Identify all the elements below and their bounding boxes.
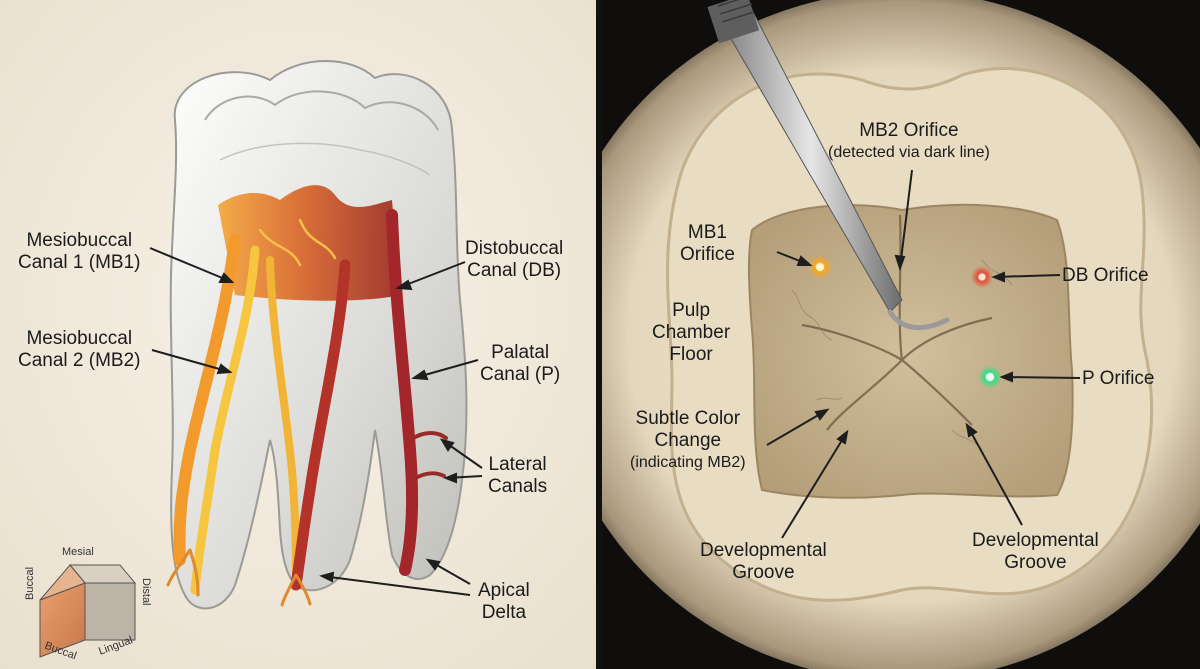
orientation-cube bbox=[39, 564, 137, 658]
label-pulp-floor: Pulp Chamber Floor bbox=[652, 300, 731, 365]
lateral-canal-2 bbox=[410, 471, 446, 482]
microscope-view-panel: MB2 Orifice (detected via dark line) MB1… bbox=[602, 0, 1200, 669]
label-groove-left: Developmental Groove bbox=[700, 540, 827, 583]
p-orifice bbox=[986, 373, 994, 381]
db-canal bbox=[386, 209, 419, 576]
label-lateral: Lateral Canals bbox=[488, 454, 548, 497]
label-color-change: Subtle Color Change (indicating MB2) bbox=[630, 408, 746, 471]
cube-label-mesial: Mesial bbox=[62, 546, 94, 558]
pulp-floor-illustration bbox=[602, 0, 1200, 669]
label-apical: Apical Delta bbox=[478, 580, 530, 623]
label-mb2: Mesiobuccal Canal 2 (MB2) bbox=[18, 328, 141, 371]
tooth-anatomy-panel: Mesiobuccal Canal 1 (MB1) Mesiobuccal Ca… bbox=[0, 0, 596, 669]
mb1-orifice bbox=[816, 263, 824, 271]
apical-delta bbox=[166, 548, 312, 607]
label-db-orifice: DB Orifice bbox=[1062, 265, 1149, 286]
lateral-canal-1 bbox=[408, 431, 448, 442]
db-orifice bbox=[978, 273, 986, 281]
label-mb2-orifice: MB2 Orifice (detected via dark line) bbox=[828, 120, 990, 161]
cube-label-buccal-left: Buccal bbox=[24, 566, 36, 600]
label-p-orifice: P Orifice bbox=[1082, 368, 1155, 389]
label-groove-right: Developmental Groove bbox=[972, 530, 1099, 573]
cube-label-distal: Distal bbox=[140, 578, 152, 606]
mb2-canal bbox=[190, 245, 260, 595]
tooth-illustration bbox=[0, 0, 596, 669]
label-mb1-orifice: MB1 Orifice bbox=[680, 222, 735, 265]
dental-explorer bbox=[707, 0, 950, 331]
label-palatal: Palatal Canal (P) bbox=[480, 342, 561, 385]
panel-divider bbox=[596, 0, 602, 669]
label-mb1: Mesiobuccal Canal 1 (MB1) bbox=[18, 230, 141, 273]
pulp-chamber-shape bbox=[218, 185, 400, 301]
mb1-canal bbox=[173, 234, 241, 566]
palatal-canal bbox=[290, 259, 351, 591]
label-db: Distobuccal Canal (DB) bbox=[465, 238, 564, 281]
